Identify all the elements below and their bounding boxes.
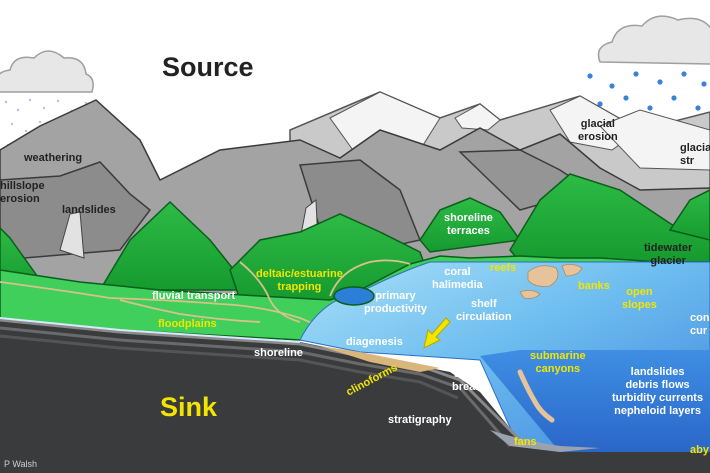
rivers (0, 259, 411, 335)
image-credit: P Walsh (4, 459, 38, 469)
clinoform-wedge (320, 346, 440, 372)
lake (333, 286, 375, 306)
label-primary-productivity: primary productivity (364, 290, 427, 315)
label-fans: fans (514, 436, 537, 448)
ocean-deep (480, 350, 710, 452)
green-hills (0, 173, 710, 301)
label-glacial-str: glacia str (680, 142, 710, 167)
cloud-left (0, 50, 94, 93)
sink-title: Sink (160, 392, 218, 422)
label-banks: banks (578, 280, 610, 292)
source-title: Source (162, 52, 254, 82)
label-diagenesis: diagenesis (346, 336, 403, 348)
label-landslides-land: landslides (62, 204, 116, 216)
label-deep-processes: landslides debris flows turbidity curren… (612, 366, 704, 417)
label-reefs: reefs (490, 262, 517, 274)
label-deltaic-estuarine: deltaic/estuarine trapping (256, 268, 343, 293)
fan-deposit (490, 430, 600, 452)
label-submarine-canyons: submarine canyons (530, 350, 586, 375)
sink-ground (0, 318, 710, 473)
label-fluvial-transport: fluvial transport (152, 290, 236, 302)
label-weathering: weathering (24, 152, 83, 164)
canyon-channel (517, 369, 555, 423)
cloud-right (597, 15, 710, 65)
label-coral-halimedia: coral halimedia (432, 266, 483, 291)
label-contour-currents: con cur (690, 312, 710, 337)
flow-arrow-icon (423, 317, 451, 349)
label-shelf-circulation: shelf circulation (456, 298, 512, 323)
shoreline-edge (0, 317, 301, 343)
label-stratigraphy: stratigraphy (388, 414, 452, 426)
label-shoreline: shoreline (254, 347, 303, 359)
label-shelf-break: shelf break (452, 368, 482, 393)
label-floodplains: floodplains (158, 318, 217, 330)
label-shoreline-terraces: shoreline terraces (444, 212, 493, 237)
label-tidewater-glacier: tidewater glacier (644, 242, 693, 267)
label-hillslope-erosion: hillslope erosion (0, 180, 45, 205)
label-open-slopes: open slopes (622, 286, 657, 311)
label-abyssal: aby (690, 444, 709, 456)
label-glacial-erosion: glacial erosion (578, 118, 618, 143)
reef-banks (519, 264, 583, 299)
